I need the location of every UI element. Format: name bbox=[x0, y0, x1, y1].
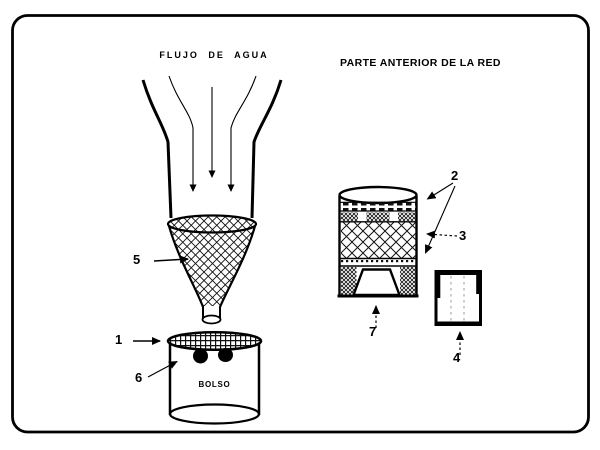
part-label-7: 7 bbox=[369, 324, 377, 339]
part-label-1: 1 bbox=[115, 332, 123, 347]
bag-weight-left bbox=[193, 348, 208, 364]
part-label-2: 2 bbox=[451, 168, 459, 183]
pointer-2-arrow-lower bbox=[424, 185, 456, 254]
part-label-6: 6 bbox=[135, 370, 143, 385]
water-flow-arrows bbox=[168, 75, 257, 192]
net-front-title: PARTE ANTERIOR DE LA RED bbox=[340, 57, 501, 69]
bag-rim-mesh bbox=[166, 330, 263, 352]
codend-trapezoid bbox=[351, 268, 402, 297]
frame-border bbox=[11, 14, 590, 434]
front-mesh-panel bbox=[341, 222, 416, 258]
sleeve-seam-lines bbox=[450, 276, 465, 321]
part-label-4: 4 bbox=[453, 350, 461, 365]
coupling-sleeve bbox=[434, 270, 482, 326]
bag-bottom-rim bbox=[168, 403, 261, 425]
flow-arrow-left bbox=[168, 75, 197, 192]
net-cone-mesh bbox=[169, 216, 255, 306]
pointer-2-arrow-upper bbox=[426, 182, 454, 200]
cone-outlet-tube bbox=[201, 306, 222, 325]
funnel-bell bbox=[141, 79, 283, 219]
pointer-6-arrow bbox=[147, 360, 178, 378]
bag-cylinder bbox=[166, 330, 263, 425]
bag-weight-right bbox=[218, 348, 233, 362]
flow-arrow-right bbox=[227, 75, 257, 192]
funnel-mouth-ring bbox=[166, 214, 258, 234]
pointer-3-arrow bbox=[426, 230, 458, 239]
collar-checker-band bbox=[341, 202, 416, 211]
part-label-5: 5 bbox=[133, 252, 141, 267]
collar-patch-band bbox=[341, 212, 416, 221]
pointer-5-arrow bbox=[153, 255, 189, 264]
stitch-dot-band bbox=[341, 259, 416, 266]
bag-label: BOLSO bbox=[198, 380, 231, 389]
net-front-cylinder bbox=[337, 185, 419, 298]
part-label-3: 3 bbox=[459, 228, 467, 243]
codend-panel bbox=[341, 267, 416, 297]
water-flow-label: FLUJO DE AGUA bbox=[159, 50, 269, 60]
front-top-ring bbox=[338, 185, 418, 205]
net-cone bbox=[166, 214, 258, 325]
